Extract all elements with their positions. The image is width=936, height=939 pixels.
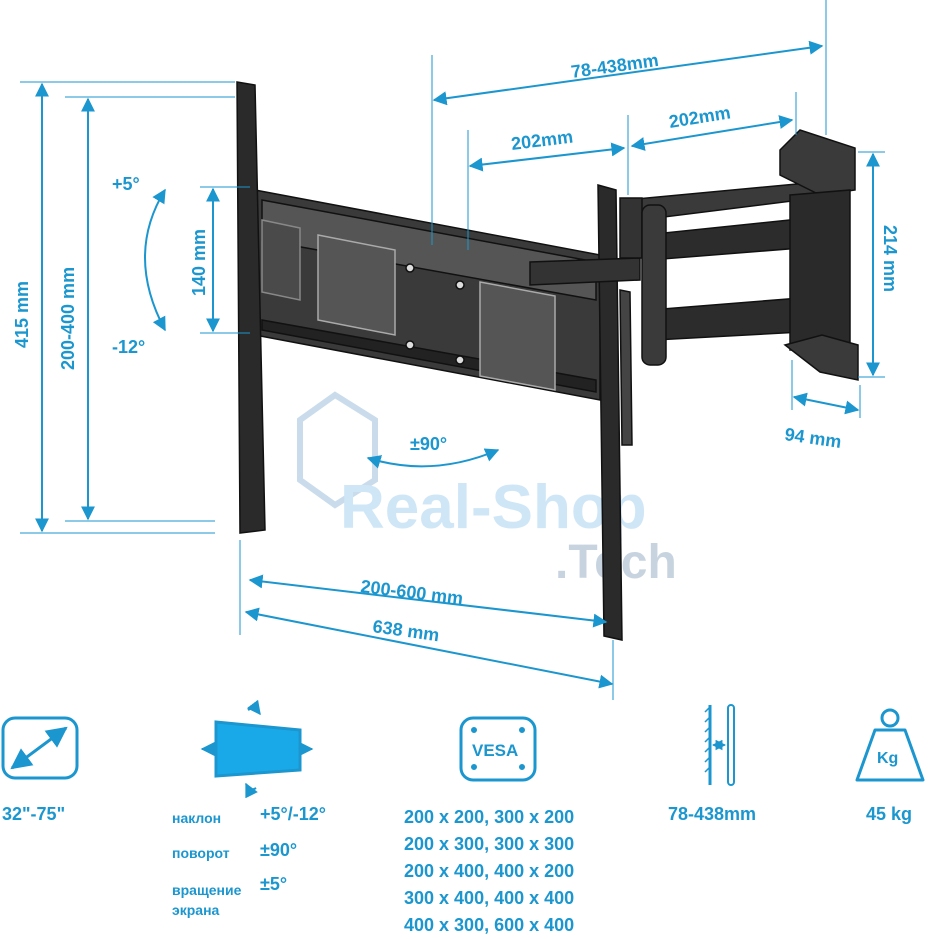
dim-height-label: 415 mm — [12, 281, 32, 348]
dim-bracket-height-label: 214 mm — [880, 225, 900, 292]
vesa-icon — [459, 716, 537, 782]
dim-arm-1-label: 202mm — [510, 127, 574, 154]
dim-vesa-vertical-label: 200-400 mm — [58, 267, 78, 370]
tilt-label: наклон — [172, 810, 222, 826]
vesa-icon-label: VESA — [472, 741, 518, 760]
tv-mount-drawing — [236, 81, 859, 641]
vesa-pattern: 300 x 400, 400 x 400 — [404, 888, 575, 908]
wall-distance-icon — [704, 704, 735, 786]
tilt-down-label: -12° — [112, 337, 145, 357]
tilt-up-label: +5° — [112, 174, 140, 194]
swivel-spec-label: поворот — [172, 845, 230, 861]
dim-bracket-depth-label: 94 mm — [783, 424, 842, 452]
weight-icon — [855, 708, 925, 782]
max-load-value: 45 kg — [866, 804, 913, 824]
dim-arm-2-label: 202mm — [667, 102, 731, 131]
rotation-value: ±5° — [260, 874, 288, 894]
rotation-label: вращение экрана — [172, 882, 242, 918]
screen-size-value: 32"-75" — [2, 804, 66, 824]
watermark-text: Real-Shop — [340, 473, 647, 542]
tilt-swivel-icon — [200, 699, 314, 799]
dim-vesa-horizontal-label: 200-600 mm — [360, 576, 465, 608]
swivel-spec-value: ±90° — [260, 840, 298, 860]
vesa-pattern: 200 x 300, 300 x 300 — [404, 834, 575, 854]
dimension-lines — [20, 0, 885, 700]
wall-distance-value: 78-438mm — [668, 804, 757, 824]
dim-wall-distance-label: 78-438mm — [570, 50, 660, 82]
tilt-value: +5°/-12° — [260, 804, 326, 824]
dim-width-label: 638 mm — [371, 616, 440, 645]
weight-icon-label: Kg — [877, 750, 898, 767]
vesa-pattern: 400 x 300, 600 x 400 — [404, 915, 575, 935]
screen-size-icon — [1, 716, 79, 780]
vesa-pattern: 200 x 400, 400 x 200 — [404, 861, 575, 881]
vesa-pattern: 200 x 200, 300 x 200 — [404, 807, 575, 827]
dim-plate-height-label: 140 mm — [189, 229, 209, 296]
vesa-patterns-list: 200 x 200, 300 x 200 200 x 300, 300 x 30… — [404, 804, 574, 939]
swivel-label: ±90° — [410, 434, 447, 454]
